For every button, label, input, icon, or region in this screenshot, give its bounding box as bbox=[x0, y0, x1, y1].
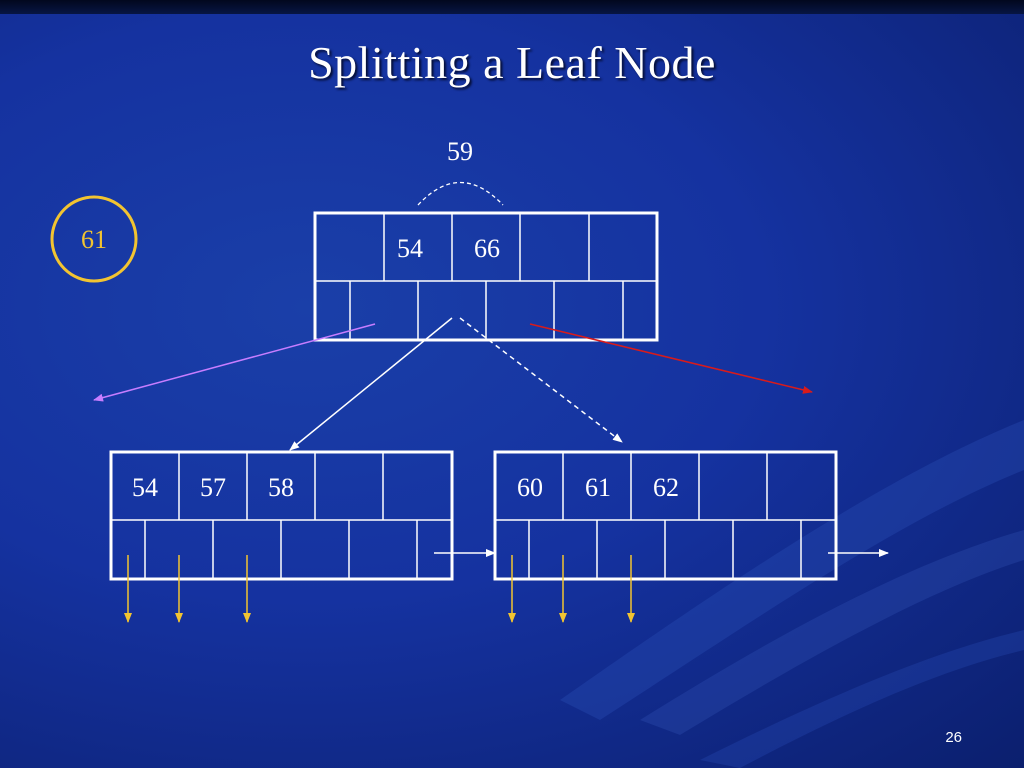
pointer-to-left-leaf-arrow bbox=[289, 317, 453, 451]
promoted-key-label: 59 bbox=[447, 137, 473, 166]
left-leaf-key-3: 58 bbox=[268, 473, 294, 502]
parent-key-1: 54 bbox=[397, 234, 423, 263]
left-leaf-node: 54 57 58 bbox=[109, 450, 454, 581]
top-bar bbox=[0, 0, 1024, 14]
right-leaf-key-2: 61 bbox=[585, 473, 611, 502]
right-leaf-key-3: 62 bbox=[653, 473, 679, 502]
right-leaf-record-pointers bbox=[508, 555, 635, 623]
right-leaf-key-1: 60 bbox=[517, 473, 543, 502]
inserted-key-circle bbox=[50, 195, 138, 283]
left-leaf-key-1: 54 bbox=[132, 473, 158, 502]
parent-node: 54 66 bbox=[313, 211, 659, 342]
parent-key-2: 66 bbox=[474, 234, 500, 263]
promoted-key-arc bbox=[417, 182, 504, 206]
inserted-key-label: 61 bbox=[81, 225, 107, 254]
pointer-to-left-sibling-arrow bbox=[93, 323, 376, 402]
slide-title: Splitting a Leaf Node bbox=[308, 37, 716, 88]
page-number: 26 bbox=[945, 729, 962, 746]
left-leaf-record-pointers bbox=[124, 555, 251, 623]
left-leaf-key-2: 57 bbox=[200, 473, 226, 502]
pointer-to-right-leaf-arrow bbox=[459, 317, 623, 443]
right-leaf-node: 60 61 62 bbox=[493, 450, 838, 581]
pointer-to-right-sibling-arrow bbox=[529, 323, 813, 394]
